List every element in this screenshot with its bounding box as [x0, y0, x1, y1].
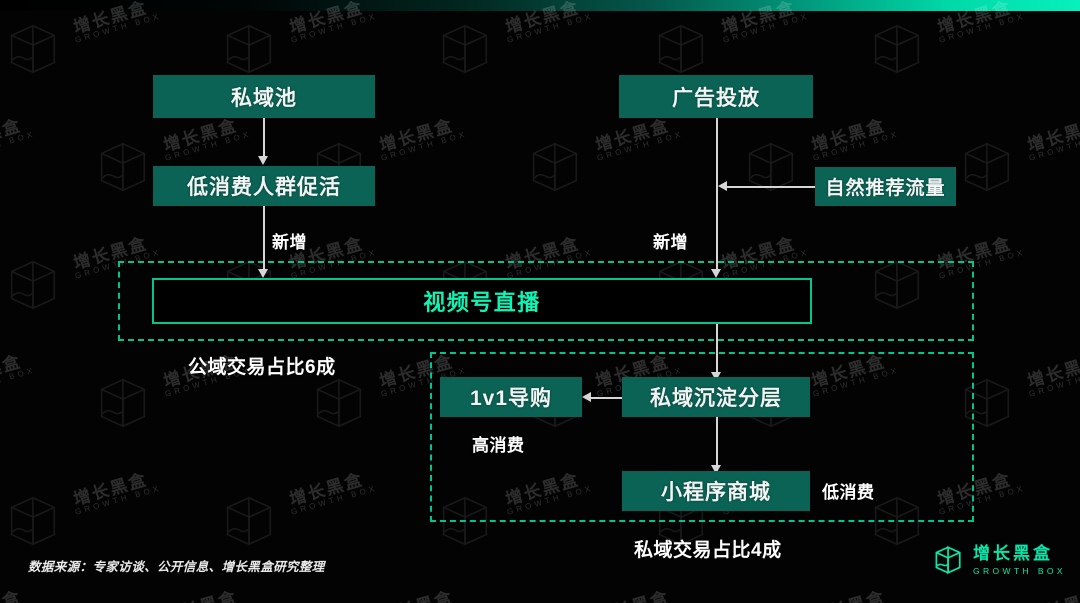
arrow-live-to-layering	[711, 372, 721, 381]
zone-private-domain	[430, 352, 974, 522]
edge-label-high-spend: 高消费	[472, 436, 525, 455]
watermark-cube-icon	[226, 24, 272, 74]
connector-layering-to-guide	[590, 397, 622, 399]
brand-logo: 增长黑盒 GROWTH BOX	[930, 543, 1066, 577]
node-one-to-one-guide[interactable]: 1v1导购	[440, 377, 582, 417]
watermark-text-en: GROWTH BOX	[0, 129, 37, 163]
connector-ad-to-live	[716, 117, 718, 270]
watermark-text-en: GROWTH BOX	[74, 483, 163, 517]
watermark-text-en: GROWTH BOX	[74, 11, 163, 45]
arrow-pool-to-activation	[258, 156, 268, 165]
watermark-cube-icon	[964, 142, 1010, 192]
watermark-cube-icon	[100, 378, 146, 428]
watermark-cube-icon	[874, 24, 920, 74]
watermark-text-en: GROWTH BOX	[938, 11, 1027, 45]
watermark-cube-icon	[10, 24, 56, 74]
edge-label-low-spend: 低消费	[822, 483, 875, 502]
top-gradient-bar	[0, 0, 1080, 11]
watermark-text-cn: 增长黑盒	[376, 583, 456, 603]
watermark-cube-icon	[226, 496, 272, 546]
watermark-text-cn: 增长黑盒	[0, 115, 24, 156]
watermark-text-cn: 增长黑盒	[71, 469, 150, 510]
brand-name-cn: 增长黑盒	[972, 543, 1053, 563]
arrow-ad-to-live	[711, 269, 721, 278]
watermark-cube-icon	[10, 260, 56, 310]
edge-label-new-right: 新增	[653, 233, 688, 252]
watermark-text-en: GROWTH BOX	[380, 129, 469, 163]
watermark-text-cn: 增长黑盒	[287, 469, 366, 510]
watermark-text-cn: 增长黑盒	[1025, 351, 1080, 392]
connector-layering-to-mall	[716, 417, 718, 467]
zone-label-public-domain: 公域交易占比6成	[188, 357, 336, 378]
source-note: 数据来源：专家访谈、公开信息、增长黑盒研究整理	[28, 560, 325, 574]
node-private-domain-layering[interactable]: 私域沉淀分层	[622, 377, 810, 417]
growth-box-cube-icon	[935, 545, 961, 575]
node-low-spend-activation[interactable]: 低消费人群促活	[153, 166, 375, 206]
watermark-text-en: GROWTH BOX	[0, 365, 37, 399]
watermark-text-cn: 增长黑盒	[592, 583, 672, 603]
watermark-text-cn: 增长黑盒	[1024, 583, 1080, 603]
watermark-text-cn: 增长黑盒	[0, 583, 24, 603]
watermark-text-en: GROWTH BOX	[290, 11, 379, 45]
arrow-organic-to-ad-line	[718, 181, 727, 191]
watermark-cube-icon	[748, 142, 794, 192]
node-channels-live[interactable]: 视频号直播	[152, 278, 812, 324]
node-private-pool[interactable]: 私域池	[153, 75, 375, 118]
watermark-cube-icon	[442, 24, 488, 74]
watermark-text-cn: 增长黑盒	[809, 115, 888, 156]
watermark-text-en: GROWTH BOX	[506, 11, 595, 45]
watermark-text-en: GROWTH BOX	[596, 129, 685, 163]
connector-organic-to-ad-line	[726, 186, 816, 188]
node-channels-live-label: 视频号直播	[423, 290, 541, 315]
zone-label-private-domain: 私域交易占比4成	[634, 540, 782, 561]
connector-live-to-layering	[716, 324, 718, 374]
watermark-text-cn: 增长黑盒	[0, 351, 24, 392]
watermark-text-en: GROWTH BOX	[164, 129, 253, 163]
node-mini-program-mall[interactable]: 小程序商城	[622, 471, 810, 511]
watermark-cube-icon	[532, 142, 578, 192]
brand-name-en: GROWTH BOX	[972, 565, 1066, 576]
watermark-text-cn: 增长黑盒	[808, 583, 888, 603]
zone-public-domain	[118, 261, 974, 341]
arrow-layering-to-mall	[711, 465, 721, 474]
watermark-text-cn: 增长黑盒	[1025, 115, 1080, 156]
watermark-text-en: GROWTH BOX	[1028, 129, 1080, 163]
node-ad-placement[interactable]: 广告投放	[619, 75, 813, 118]
watermark-cube-icon	[10, 496, 56, 546]
arrow-activation-to-live	[258, 269, 268, 278]
watermark-text-en: GROWTH BOX	[812, 129, 901, 163]
connector-activation-to-live	[263, 205, 265, 270]
watermark-text-en: GROWTH BOX	[722, 11, 811, 45]
watermark-cube-icon	[658, 24, 704, 74]
watermark-text-en: GROWTH BOX	[290, 483, 379, 517]
node-organic-recommend-traffic[interactable]: 自然推荐流量	[815, 167, 956, 206]
watermark-cube-icon	[316, 378, 362, 428]
watermark-text-cn: 增长黑盒	[377, 115, 456, 156]
watermark-cube-icon	[100, 142, 146, 192]
watermark-text-en: GROWTH BOX	[1028, 365, 1080, 399]
arrow-layering-to-guide	[582, 392, 591, 402]
connector-pool-to-activation	[263, 117, 265, 157]
edge-label-new-left: 新增	[272, 233, 307, 252]
watermark-text-cn: 增长黑盒	[160, 583, 240, 603]
